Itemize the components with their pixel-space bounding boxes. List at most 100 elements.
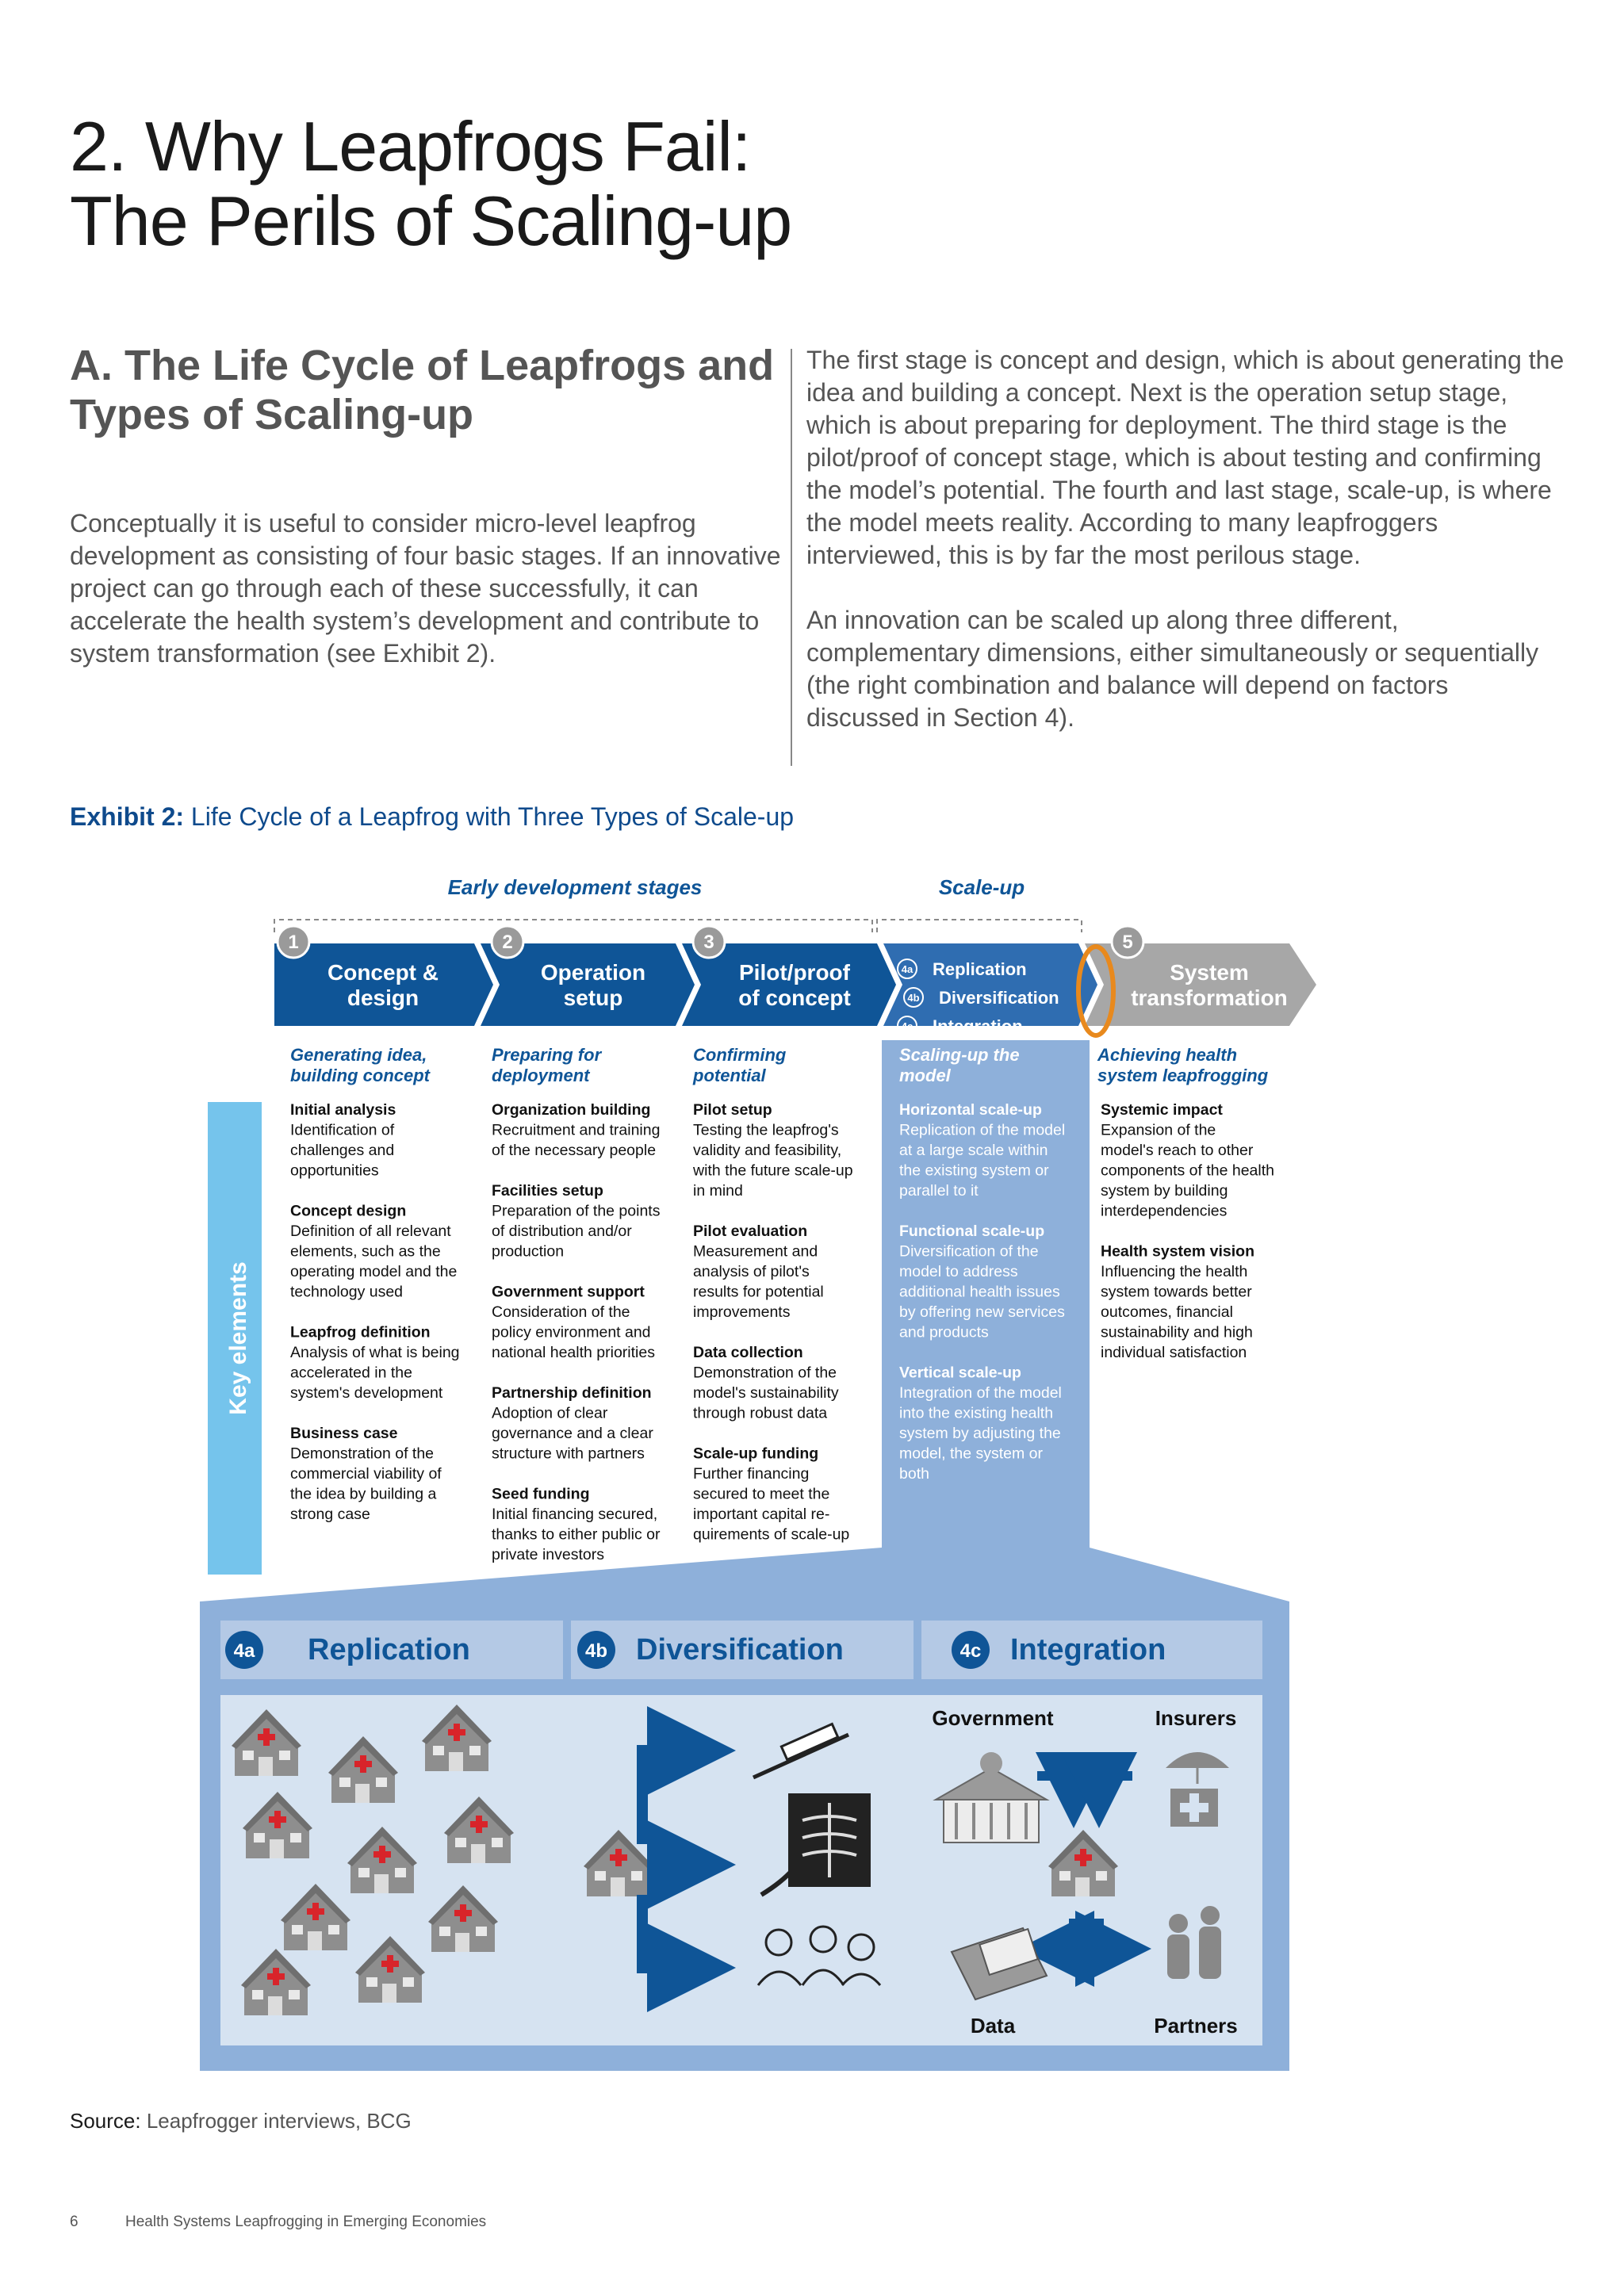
group-early-label: Early development stages [448,875,703,899]
col2-item-1-heading: Facilities setup [492,1182,603,1200]
surgeons-icon [756,1925,882,1986]
stage-5-badge: 5 [1110,924,1145,959]
col1-item-1-line-1: elements, such as the [290,1243,441,1261]
panel-integration-badge: 4c [960,1640,982,1662]
col1-item-0-line-0: Identification of [290,1122,395,1139]
col3-item-3-line-1: secured to meet the [693,1486,829,1503]
scaleup-type-4c: 4c Integration [897,1016,1023,1036]
group-scaleup-bracket [876,919,1082,932]
col2-item-2-line-1: policy environment and [492,1324,651,1341]
stage-2-subtitle-2: deployment [492,1066,591,1085]
col1-item-1-line-0: Definition of all relevant [290,1223,451,1240]
col1-item-2-line-1: accelerated in the [290,1364,412,1382]
stage-3-chevron [682,943,896,1026]
integration-label-insurers: Insurers [1155,1706,1237,1730]
col3-item-2-line-1: model's sustainability [693,1384,839,1402]
col3-item-3-heading: Scale-up funding [693,1445,818,1463]
col4-item-0-heading: Horizontal scale-up [899,1101,1042,1119]
footer-text: Health Systems Leapfrogging in Emerging … [125,2214,487,2230]
stage-1-number: 1 [288,932,298,953]
col2-item-0-line-1: of the necessary people [492,1142,656,1159]
col2-item-1-line-0: Preparation of the points [492,1203,661,1220]
key-elements-label: Key elements [225,1261,251,1414]
panel-replication-badge: 4a [234,1640,255,1662]
panel-diversification-header: 4b Diversification [571,1621,914,1679]
stage-5-number: 5 [1122,932,1132,953]
col2-item-4-line-1: thanks to either public or [492,1526,661,1544]
col4-item-1-line-0: Diversification of the [899,1243,1039,1261]
col3-item-2-line-0: Demonstration of the [693,1364,837,1382]
government-building-icon [933,1752,1050,1843]
scaleup-type-4b-badge: 4b [907,992,919,1004]
col5-item-1-line-3: sustainability and high [1101,1324,1253,1341]
integration-label-government: Government [932,1706,1053,1730]
page-number: 6 [70,2214,79,2230]
stage-3-badge: 3 [691,924,726,959]
diversification-arrow-bottom [637,1895,736,2012]
stage-3-subtitle-1: Confirming [693,1045,787,1065]
col4-item-0-line-1: at a large scale within [899,1142,1048,1159]
col1-item-1-heading: Concept design [290,1203,406,1220]
stage-2-title-1: Operation [541,960,645,985]
col4-item-2-heading: Vertical scale-up [899,1364,1021,1382]
group-scaleup-label: Scale-up [939,875,1025,899]
col1-item-3-line-0: Demonstration of the [290,1445,434,1463]
col5-item-1-line-1: system towards better [1101,1284,1252,1301]
col1-item-3-line-2: the idea by building a [290,1486,436,1503]
exhibit-caption: Exhibit 2: Life Cycle of a Leapfrog with… [70,802,794,832]
col1-item-1-line-2: operating model and the [290,1263,457,1280]
col4-item-0-line-2: the existing system or [899,1162,1049,1180]
stage-5-subtitle-1: Achieving health [1097,1045,1237,1065]
scaleup-type-4c-badge: 4c [902,1020,913,1032]
section-heading-line-1: A. The Life Cycle of Leapfrogs and [70,342,775,389]
col5-item-0-line-4: interdependencies [1101,1203,1228,1220]
col2-item-3-line-1: governance and a clear [492,1425,653,1442]
col2-item-1-line-1: of distribution and/or [492,1223,632,1240]
col4-item-2-line-3: model, the system or [899,1445,1043,1463]
col3-item-1-line-2: results for potential [693,1284,824,1301]
col3-item-3-line-3: quirements of scale-up [693,1526,849,1544]
col3-item-1-line-0: Measurement and [693,1243,818,1261]
stage-1-subtitle-1: Generating idea, [290,1045,427,1065]
col5-item-1-line-4: individual satisfaction [1101,1344,1247,1361]
stage-3-subtitle-2: potential [692,1066,767,1085]
col2-item-4-line-0: Initial financing secured, [492,1506,657,1523]
col1-item-2-line-0: Analysis of what is being [290,1344,460,1361]
partners-people-icon [1167,1906,1221,1979]
col4-item-1-line-2: additional health issues [899,1284,1060,1301]
col1-item-3-line-3: strong case [290,1506,370,1523]
col1-item-3-heading: Business case [290,1425,398,1442]
exhibit-label: Exhibit 2: [70,802,185,831]
right-column: The first stage is concept and design, w… [806,344,1568,767]
scaleup-type-4a-badge: 4a [902,963,914,975]
col2-item-1-line-2: production [492,1243,564,1261]
source-text: Leapfrogger interviews, BCG [146,2109,412,2133]
col1-item-3-line-1: commercial viability of [290,1465,442,1483]
col2-item-3-line-2: structure with partners [492,1445,645,1463]
stage-2-badge: 2 [490,924,525,959]
lead-paragraph: Conceptually it is useful to consider mi… [70,509,781,668]
diversification-graphic [584,1706,882,2012]
col2-item-2-line-2: national health priorities [492,1344,655,1361]
col3-item-0-heading: Pilot setup [693,1101,772,1119]
stage-5-subtitle-2: system leapfrogging [1097,1066,1269,1085]
stage-2-subtitle-1: Preparing for [492,1045,603,1065]
page-title-line-2: The Perils of Scaling-up [70,182,792,260]
right-paragraph-1: The first stage is concept and design, w… [806,346,1565,569]
integration-label-data: Data [971,2014,1016,2038]
col3-item-0-line-0: Testing the leapfrog's [693,1122,839,1139]
section-heading-line-2: Types of Scaling-up [70,391,474,438]
stage-4-chevron [883,943,1097,1026]
stage-5-chevron [1085,943,1316,1026]
stage-5-title-2: transformation [1131,985,1288,1010]
stage-1-title-2: design [347,985,419,1010]
col2-item-0-line-0: Recruitment and training [492,1122,660,1139]
col4-item-1-line-4: and products [899,1324,989,1341]
panel-replication-title: Replication [308,1633,470,1667]
col5-item-0-heading: Systemic impact [1101,1101,1223,1119]
panel-integration-title: Integration [1010,1633,1166,1667]
stage-4-subtitle-1: Scaling-up the [899,1045,1020,1065]
